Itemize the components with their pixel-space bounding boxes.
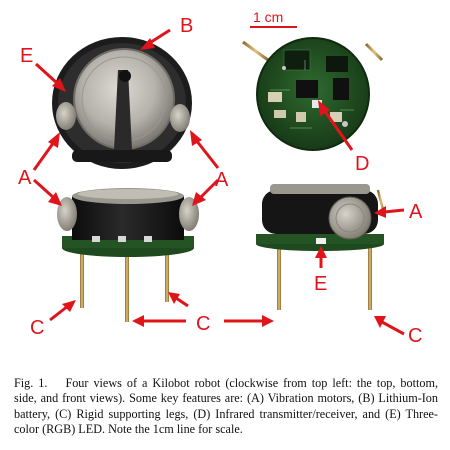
figure-caption: Fig. 1.Four views of a Kilobot robot (cl… — [14, 376, 438, 437]
microcontroller-chip — [296, 80, 318, 98]
front-view — [256, 184, 386, 310]
marker-e-front: E — [314, 273, 327, 295]
top-view — [52, 37, 192, 169]
front-view-leg-right — [368, 246, 372, 310]
side-view-motor-left — [57, 197, 77, 231]
scale-bar: 1 cm — [250, 9, 297, 28]
annotation-arrows — [32, 28, 405, 336]
ir-transceiver — [312, 100, 322, 108]
bottom-view-leg-right — [364, 42, 384, 62]
marker-d: D — [355, 153, 369, 175]
side-view — [57, 188, 199, 322]
bottom-view — [242, 37, 384, 164]
scale-label: 1 cm — [253, 9, 283, 25]
marker-c-right: C — [408, 325, 422, 347]
marker-e-top: E — [20, 45, 33, 67]
marker-c-middle: C — [196, 313, 210, 335]
top-view-motor-left — [56, 102, 76, 130]
side-view-leg-left — [80, 248, 84, 308]
marker-a-front: A — [409, 201, 423, 223]
marker-a-right: A — [215, 169, 229, 191]
front-view-leg-left — [277, 246, 281, 310]
battery-clip — [114, 70, 132, 150]
caption-text: Four views of a Kilobot robot (clockwise… — [14, 376, 438, 436]
front-view-motor — [328, 196, 372, 240]
marker-a-left: A — [18, 167, 32, 189]
side-view-leg-right — [165, 248, 169, 302]
kilobot-figure: 1 cm — [18, 9, 423, 347]
side-view-leg-middle — [125, 252, 129, 322]
top-view-motor-right — [170, 104, 190, 132]
bottom-view-leg-left — [242, 40, 269, 62]
side-view-motor-right — [179, 197, 199, 231]
figure-label: Fig. 1. — [14, 376, 48, 391]
annotation-letters: B E A A D A E C C C — [18, 15, 423, 347]
marker-b: B — [180, 15, 193, 37]
rgb-led — [316, 238, 326, 244]
marker-c-left: C — [30, 317, 44, 339]
